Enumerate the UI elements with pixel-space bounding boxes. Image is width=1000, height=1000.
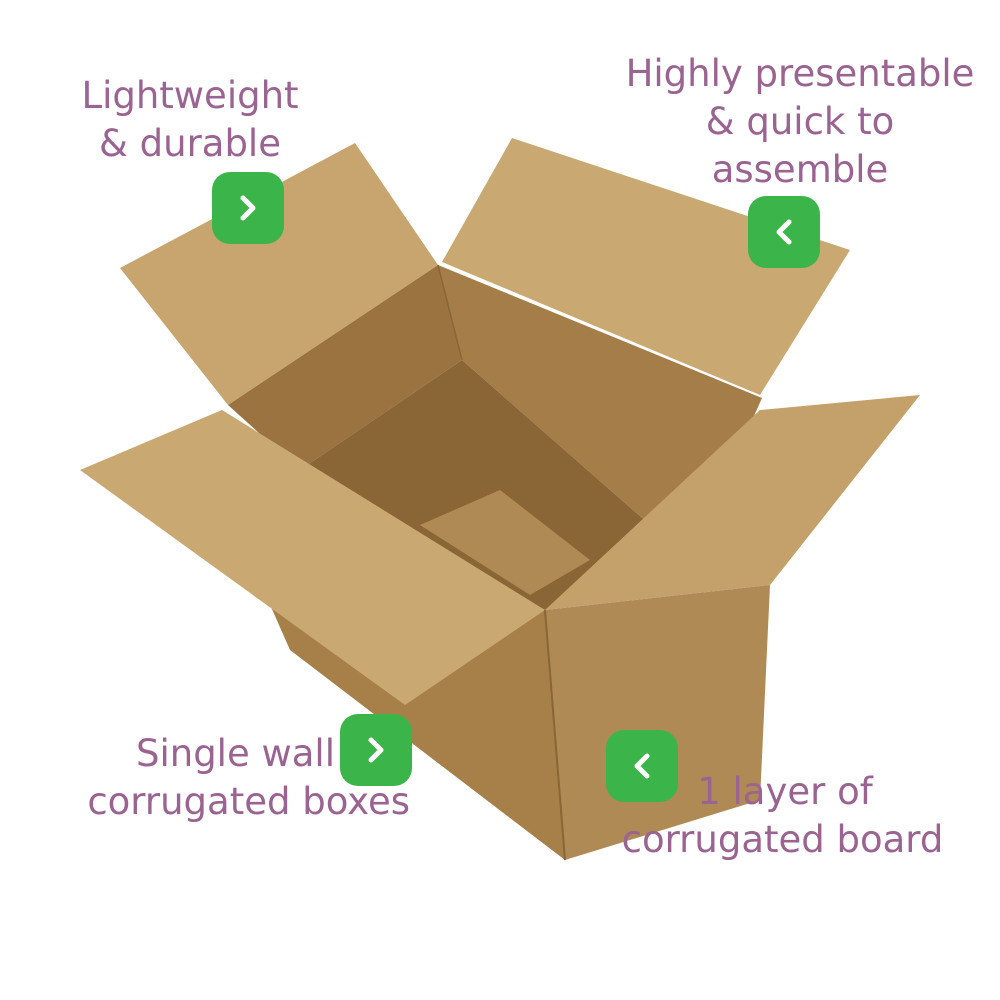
pointer-button-one-layer[interactable] <box>606 730 678 802</box>
box-back-flap <box>442 138 850 395</box>
feature-label-one-layer: 1 layer of corrugated board <box>605 768 960 864</box>
box-edge-line <box>437 264 463 361</box>
box-inner-floor-light <box>420 490 590 595</box>
box-front-right-wall <box>545 585 770 860</box>
feature-label-line: Lightweight <box>81 74 299 117</box>
pointer-button-presentable[interactable] <box>748 196 820 268</box>
pointer-button-single-wall[interactable] <box>340 714 412 786</box>
feature-label-line: Highly presentable <box>625 52 975 95</box>
box-left-flap <box>80 410 545 705</box>
feature-label-line: Single wall <box>135 732 335 775</box>
box-edge-line <box>544 609 566 861</box>
chevron-left-icon <box>776 219 792 245</box>
feature-label-line: 1 layer of <box>697 770 873 813</box>
chevron-right-icon <box>368 737 384 763</box>
box-right-flap <box>545 395 920 610</box>
feature-label-line: corrugated boxes <box>87 780 410 823</box>
feature-label-line: & quick to <box>705 100 895 143</box>
feature-label-line: assemble <box>711 148 889 191</box>
box-inner-floor <box>300 360 690 610</box>
feature-label-single-wall: Single wall corrugated boxes <box>40 730 410 826</box>
chevron-right-icon <box>240 195 256 221</box>
feature-label-line: corrugated board <box>621 818 944 861</box>
feature-label-line: & durable <box>99 122 281 165</box>
feature-label-lightweight: Lightweight & durable <box>70 72 310 168</box>
feature-label-presentable: Highly presentable & quick to assemble <box>600 50 1000 194</box>
pointer-button-lightweight[interactable] <box>212 172 284 244</box>
chevron-left-icon <box>634 753 650 779</box>
box-left-back-flap <box>120 143 438 405</box>
box-front-left-wall <box>268 600 565 860</box>
box-inner-back-wall <box>228 265 462 470</box>
